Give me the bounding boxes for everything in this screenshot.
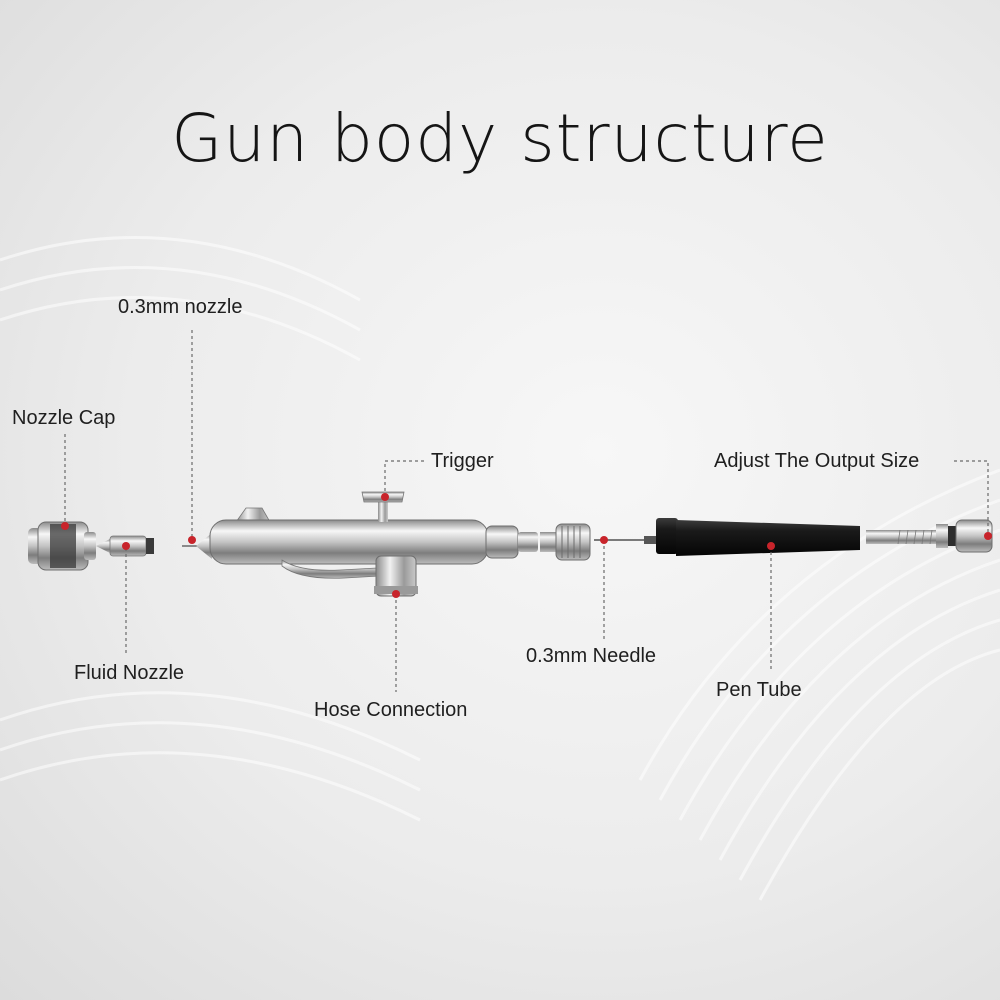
nozzle-cap: [28, 522, 96, 570]
label-trigger: Trigger: [431, 450, 494, 473]
marker-dot-hose: [392, 590, 400, 598]
marker-dot-nozzle: [188, 536, 196, 544]
marker-dot-fluid-nozzle: [122, 542, 130, 550]
label-nozzle: 0.3mm nozzle: [118, 296, 243, 319]
label-pen-tube: Pen Tube: [716, 679, 802, 702]
marker-dot-needle: [600, 536, 608, 544]
label-hose-connection: Hose Connection: [314, 699, 467, 722]
marker-dot-adjuster: [984, 532, 992, 540]
label-nozzle-cap: Nozzle Cap: [12, 407, 115, 430]
marker-dot-trigger: [381, 493, 389, 501]
label-adjust-output: Adjust The Output Size: [714, 450, 919, 473]
leader-lines: [65, 330, 988, 692]
label-needle: 0.3mm Needle: [526, 645, 656, 668]
marker-dot-pen-tube: [767, 542, 775, 550]
label-fluid-nozzle: Fluid Nozzle: [74, 662, 184, 685]
needle-chuck: [540, 524, 590, 560]
adjuster: [866, 520, 992, 552]
airbrush-body: [182, 508, 538, 578]
pen-tube: [656, 518, 860, 556]
marker-dot-nozzle-cap: [61, 522, 69, 530]
